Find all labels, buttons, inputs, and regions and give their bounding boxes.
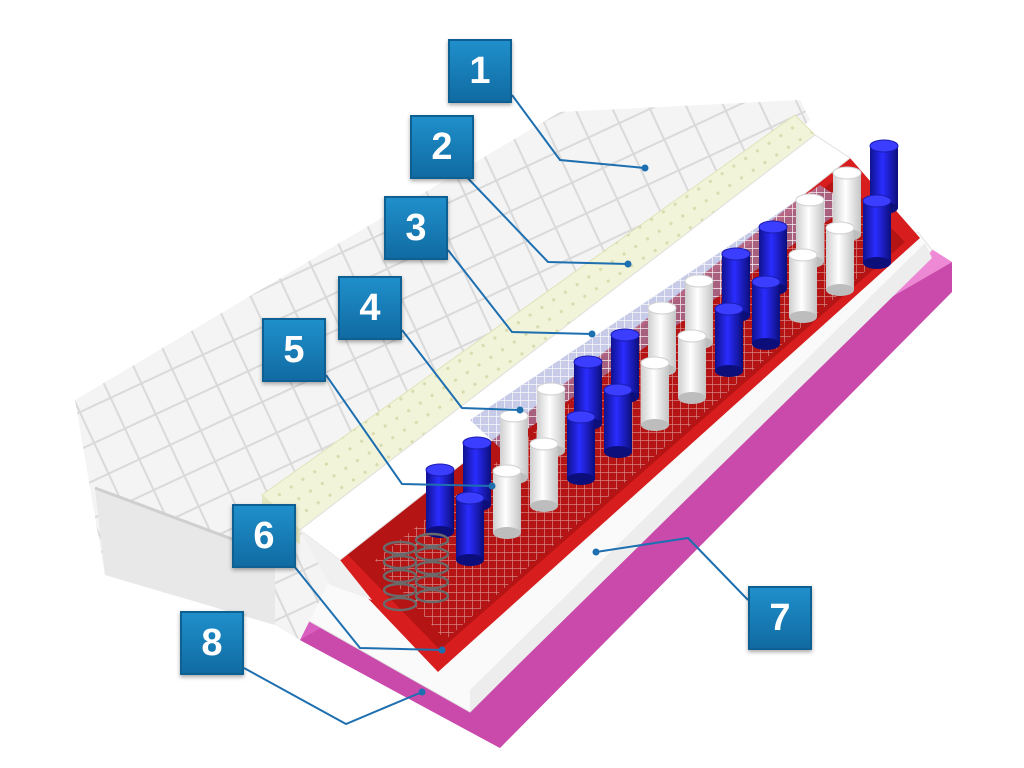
leader-line-3 [447, 249, 593, 335]
callout-badge-7: 7 [748, 586, 812, 650]
leader-dot-4 [516, 406, 524, 414]
leader-line-6 [293, 565, 443, 651]
leader-dot-6 [438, 646, 446, 654]
pocket-springs [425, 139, 899, 566]
leader-lines [243, 94, 749, 726]
white-pocket-spring [788, 248, 818, 323]
callout-badge-8: 8 [180, 611, 244, 675]
white-pocket-spring [677, 329, 707, 404]
blue-pocket-spring [751, 275, 781, 350]
leader-dot-1 [641, 164, 649, 172]
blue-pocket-spring [425, 463, 455, 538]
exposed-coil-springs [382, 532, 450, 612]
leader-dot-7 [592, 548, 600, 556]
white-pocket-spring [640, 356, 670, 431]
callout-badge-3: 3 [384, 196, 448, 260]
white-foam-layer [299, 134, 851, 600]
white-pocket-spring [492, 464, 522, 539]
leader-dot-8 [418, 688, 426, 696]
leader-dot-2 [624, 260, 632, 268]
white-pocket-spring [825, 221, 855, 296]
callout-badge-1: 1 [448, 39, 512, 103]
callout-badge-5: 5 [262, 318, 326, 382]
blue-pocket-spring [862, 194, 892, 269]
leader-line-7 [595, 536, 749, 601]
leader-line-2 [459, 169, 629, 265]
callout-badge-6: 6 [232, 504, 296, 568]
callout-badge-4: 4 [338, 276, 402, 340]
callout-badge-2: 2 [410, 115, 474, 179]
leader-dot-3 [588, 330, 596, 338]
leader-line-8 [243, 667, 423, 726]
leader-dot-5 [488, 482, 496, 490]
blue-pocket-spring [603, 383, 633, 458]
leader-line-1 [511, 94, 646, 169]
white-pocket-spring [529, 437, 559, 512]
blue-pocket-spring [455, 491, 485, 566]
blue-pocket-spring [714, 302, 744, 377]
leader-line-4 [401, 329, 521, 411]
blue-pocket-spring [566, 410, 596, 485]
leader-line-5 [325, 374, 493, 487]
